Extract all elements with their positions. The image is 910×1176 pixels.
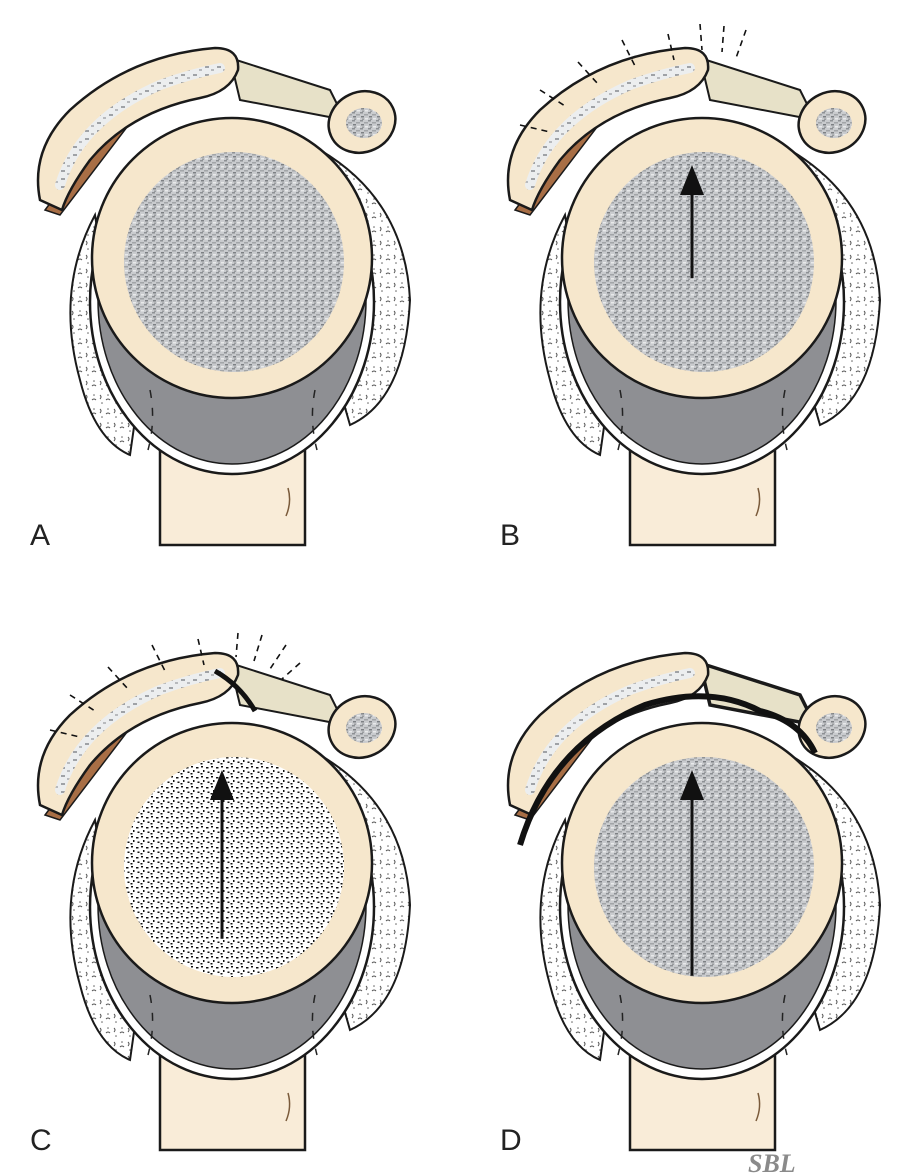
dashed-line-right [311,389,318,451]
impact-line-8 [281,662,301,680]
acromion-texture [55,668,225,795]
impact-line-5 [699,23,703,51]
dashed-line-right [311,994,318,1056]
impact-line-4 [667,33,675,61]
coracoid-marrow [346,108,382,138]
impact-line-7 [269,644,287,670]
impact-line-7 [735,29,747,59]
impact-line-5 [235,632,239,658]
shoulder-panel-c: C [30,632,412,1157]
impact-line-2 [577,61,599,85]
dashed-line-left [617,389,624,451]
dashed-line-left [147,994,154,1056]
coracoid-marrow [816,713,852,743]
force-arrow-head [680,770,704,800]
acromion [506,46,710,212]
coracoid-marrow [816,108,852,138]
impact-line-2 [107,666,129,690]
impact-line-0 [49,729,81,738]
acromion-texture [525,668,695,795]
shaft-detail [755,487,761,517]
acromion-texture [525,63,695,190]
shoulder-panel-b: B [500,23,882,552]
impact-line-1 [539,89,566,107]
shaft-detail [285,487,291,517]
humeral-head-marrow [124,757,344,977]
coracoacromial-ligament [228,661,347,727]
acromion-texture [55,63,225,190]
coracoacromial-ligament [228,56,347,122]
humeral-head-marrow [594,152,814,372]
shaft-detail [285,1092,291,1122]
dashed-line-right [781,389,788,451]
shaft-detail [755,1092,761,1122]
dashed-line-left [147,389,154,451]
coracoacromial-ligament [698,56,817,122]
impact-line-0 [519,124,551,133]
acromion [36,651,240,817]
panel-label-b: B [500,519,520,552]
force-arrow-head [210,770,234,800]
coracoid-marrow [346,713,382,743]
impact-line-3 [621,39,636,67]
panel-label-d: D [500,1124,522,1157]
impact-line-6 [253,634,263,662]
artist-signature: SBL [748,1149,796,1176]
acromion [36,46,240,212]
shoulder-panel-d: D [500,651,882,1157]
shoulder-panel-a: A [30,46,412,552]
impact-line-6 [721,25,725,53]
force-arrow-head [680,165,704,195]
panel-label-a: A [30,519,50,552]
ligament-hook [213,668,258,713]
coracoacromial-ligament [697,660,819,728]
dashed-line-left [617,994,624,1056]
thickened-arch [517,693,818,846]
impact-line-1 [69,694,96,712]
dashed-line-right [781,994,788,1056]
humeral-head-marrow [124,152,344,372]
impact-line-3 [151,644,166,672]
humeral-head-marrow [594,757,814,977]
panel-label-c: C [30,1124,52,1157]
impact-line-4 [197,638,205,666]
